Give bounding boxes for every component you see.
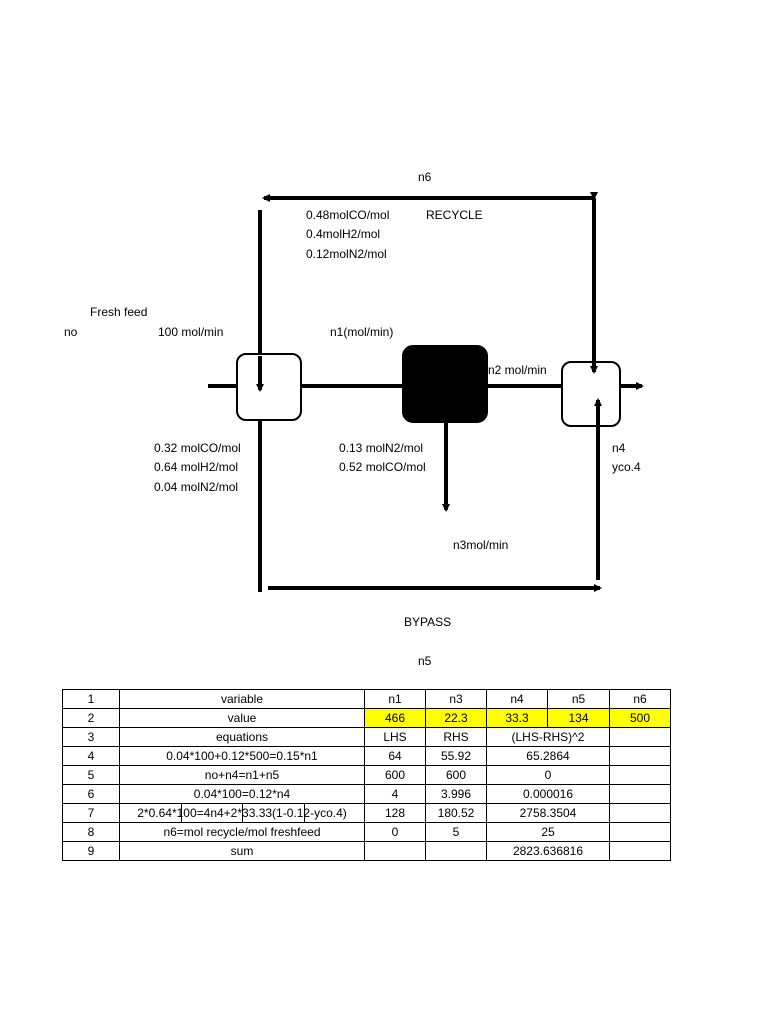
header-variable-cell[interactable]: variable	[119, 689, 365, 709]
equation-cell[interactable]: no+n4=n1+n5	[119, 765, 365, 785]
table-row: 9 sum 2823.636816	[62, 841, 671, 861]
row-number-cell[interactable]: 2	[62, 708, 120, 728]
table-row: 6 0.04*100=0.12*n4 4 3.996 0.000016	[62, 784, 671, 804]
rhs-cell[interactable]: 600	[425, 765, 487, 785]
value-n4-cell[interactable]: 33.3	[486, 708, 548, 728]
value-n6-cell[interactable]: 500	[609, 708, 671, 728]
mixer-unit	[236, 353, 302, 421]
header-n5-cell[interactable]: n5	[547, 689, 610, 709]
value-n5-cell[interactable]: 134	[547, 708, 610, 728]
header-n1-cell[interactable]: n1	[364, 689, 426, 709]
table-row: 3 equations LHS RHS (LHS-RHS)^2	[62, 727, 671, 747]
n3-n2-label: 0.13 molN2/mol	[339, 441, 424, 455]
recycle-n2-label: 0.12molN2/mol	[306, 247, 387, 261]
residual-header-cell[interactable]: (LHS-RHS)^2	[486, 727, 610, 747]
table-row: 2 value 466 22.3 33.3 134 500	[62, 708, 671, 728]
rhs-cell[interactable]: 180.52	[425, 803, 487, 823]
row-number-cell[interactable]: 3	[62, 727, 120, 747]
lhs-cell[interactable]: 0	[364, 822, 426, 842]
n4-label: n4	[612, 441, 626, 455]
row-number-cell[interactable]: 9	[62, 841, 120, 861]
n2-label: n2 mol/min	[488, 363, 547, 377]
header-n4-cell[interactable]: n4	[486, 689, 548, 709]
empty-cell[interactable]	[609, 765, 671, 785]
feed-h2-label: 0.64 molH2/mol	[154, 460, 239, 474]
table-row: 7 2*0.64*100=4n4+2*33.33(1-0.12-yco.4) 1…	[62, 803, 671, 823]
splitter-unit	[561, 361, 621, 427]
value-n3-cell[interactable]: 22.3	[425, 708, 487, 728]
table-row: 5 no+n4=n1+n5 600 600 0	[62, 765, 671, 785]
process-flow-diagram	[208, 192, 644, 592]
gridline-fragment	[304, 804, 305, 822]
table-row: 4 0.04*100+0.12*500=0.15*n1 64 55.92 65.…	[62, 746, 671, 766]
row-number-cell[interactable]: 4	[62, 746, 120, 766]
equation-cell[interactable]: 0.04*100=0.12*n4	[119, 784, 365, 804]
empty-cell[interactable]	[609, 822, 671, 842]
recycle-co-label: 0.48molCO/mol	[306, 208, 390, 222]
table-row: 1 variable n1 n3 n4 n5 n6	[62, 689, 671, 709]
recycle-label: RECYCLE	[426, 208, 483, 222]
reactor-unit	[402, 345, 488, 423]
solver-table: 1 variable n1 n3 n4 n5 n6 2 value 466 22…	[62, 689, 671, 861]
residual-cell[interactable]: 0	[486, 765, 610, 785]
feed-co-label: 0.32 molCO/mol	[154, 441, 241, 455]
rhs-cell[interactable]: 5	[425, 822, 487, 842]
rhs-header-cell[interactable]: RHS	[425, 727, 487, 747]
table-row: 8 n6=mol recycle/mol freshfeed 0 5 25	[62, 822, 671, 842]
empty-cell[interactable]	[609, 803, 671, 823]
n3-label: n3mol/min	[453, 538, 509, 552]
equation-cell[interactable]: 2*0.64*100=4n4+2*33.33(1-0.12-yco.4)	[119, 803, 365, 823]
equation-cell[interactable]: 0.04*100+0.12*500=0.15*n1	[119, 746, 365, 766]
lhs-cell[interactable]: 128	[364, 803, 426, 823]
residual-cell[interactable]: 25	[486, 822, 610, 842]
n6-label: n6	[418, 170, 432, 184]
gridline-fragment	[242, 804, 243, 822]
lhs-header-cell[interactable]: LHS	[364, 727, 426, 747]
empty-cell[interactable]	[609, 746, 671, 766]
lhs-cell[interactable]: 4	[364, 784, 426, 804]
n3-co-label: 0.52 molCO/mol	[339, 460, 426, 474]
residual-cell[interactable]: 0.000016	[486, 784, 610, 804]
row-number-cell[interactable]: 8	[62, 822, 120, 842]
row-number-cell[interactable]: 6	[62, 784, 120, 804]
no-label: no	[64, 325, 78, 339]
label-cell[interactable]: value	[119, 708, 365, 728]
row-number-cell[interactable]: 7	[62, 803, 120, 823]
residual-cell[interactable]: 65.2864	[486, 746, 610, 766]
empty-cell[interactable]	[609, 841, 671, 861]
value-n1-cell[interactable]: 466	[364, 708, 426, 728]
fresh-feed-label: Fresh feed	[90, 305, 148, 319]
rhs-cell[interactable]: 3.996	[425, 784, 487, 804]
label-cell[interactable]: equations	[119, 727, 365, 747]
row-number-cell[interactable]: 1	[62, 689, 120, 709]
recycle-h2-label: 0.4molH2/mol	[306, 227, 381, 241]
empty-cell[interactable]	[609, 784, 671, 804]
gridline-fragment	[181, 804, 182, 822]
feed-n2-label: 0.04 molN2/mol	[154, 480, 239, 494]
bypass-label: BYPASS	[404, 615, 452, 629]
equation-cell[interactable]: n6=mol recycle/mol freshfeed	[119, 822, 365, 842]
n1-label: n1(mol/min)	[330, 325, 394, 339]
empty-cell[interactable]	[425, 841, 487, 861]
header-n6-cell[interactable]: n6	[609, 689, 671, 709]
lhs-cell[interactable]: 600	[364, 765, 426, 785]
rhs-cell[interactable]: 55.92	[425, 746, 487, 766]
sum-value-cell[interactable]: 2823.636816	[486, 841, 610, 861]
row-number-cell[interactable]: 5	[62, 765, 120, 785]
sum-label-cell[interactable]: sum	[119, 841, 365, 861]
residual-cell[interactable]: 2758.3504	[486, 803, 610, 823]
feed-rate-label: 100 mol/min	[158, 325, 224, 339]
empty-cell[interactable]	[364, 841, 426, 861]
empty-cell[interactable]	[609, 727, 671, 747]
n5-label: n5	[418, 654, 432, 668]
lhs-cell[interactable]: 64	[364, 746, 426, 766]
yco4-label: yco.4	[612, 460, 641, 474]
header-n3-cell[interactable]: n3	[425, 689, 487, 709]
